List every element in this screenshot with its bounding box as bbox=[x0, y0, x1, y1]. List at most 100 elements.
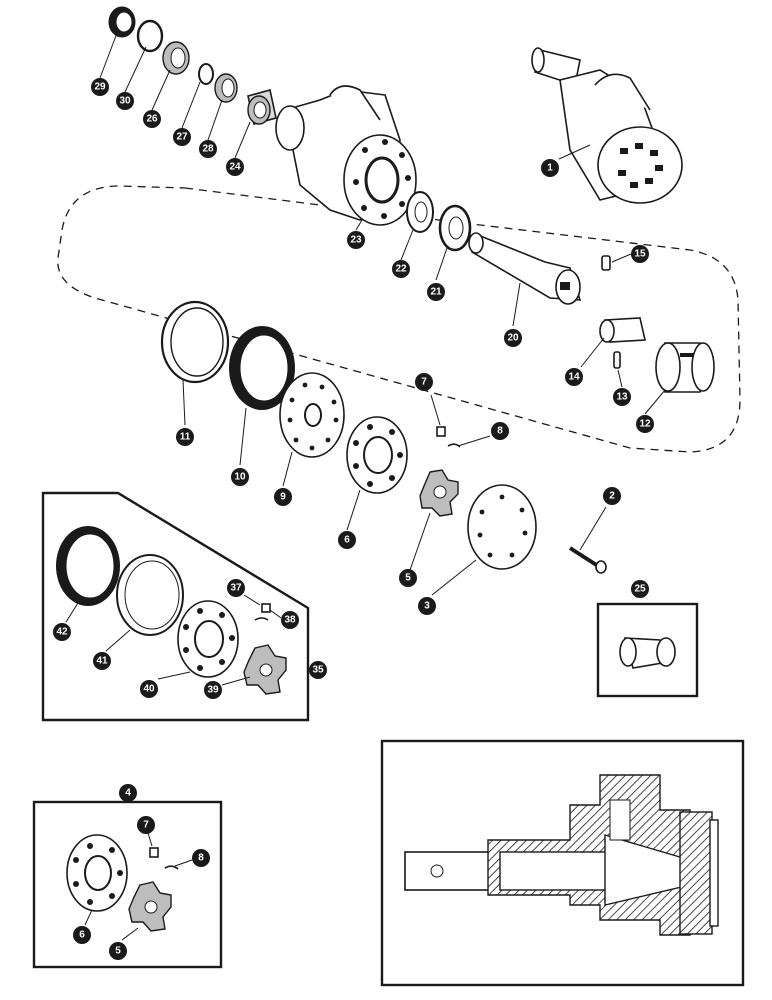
callout-22: 22 bbox=[392, 260, 410, 278]
svg-text:41: 41 bbox=[96, 656, 108, 667]
callout-28: 28 bbox=[199, 140, 217, 158]
callout-23: 23 bbox=[347, 231, 365, 249]
callout-42: 42 bbox=[53, 623, 71, 641]
callout-38: 38 bbox=[281, 611, 299, 629]
part-7-vane bbox=[436, 426, 446, 437]
svg-text:37: 37 bbox=[230, 583, 242, 594]
part-12-sleeve bbox=[655, 342, 715, 393]
svg-text:8: 8 bbox=[198, 853, 204, 864]
callout-37: 37 bbox=[227, 579, 245, 597]
part-27-washer bbox=[198, 63, 214, 85]
svg-text:9: 9 bbox=[280, 492, 286, 503]
part-30-snap-ring bbox=[136, 19, 164, 53]
callout-40: 40 bbox=[140, 680, 158, 698]
callout-27: 27 bbox=[173, 128, 191, 146]
svg-text:7: 7 bbox=[421, 377, 427, 388]
callout-8: 8 bbox=[491, 422, 509, 440]
svg-text:12: 12 bbox=[639, 419, 651, 430]
part-10-gerotor-ring bbox=[229, 326, 295, 410]
callout-30: 30 bbox=[116, 92, 134, 110]
inset-box-4 bbox=[32, 800, 223, 969]
callout-21: 21 bbox=[427, 283, 445, 301]
callout-5-inset: 5 bbox=[109, 942, 127, 960]
callout-24: 24 bbox=[226, 158, 244, 176]
svg-text:28: 28 bbox=[202, 144, 214, 155]
part-8b-spring bbox=[164, 865, 179, 870]
part-2-cap-screw bbox=[568, 546, 607, 574]
svg-text:14: 14 bbox=[568, 372, 580, 383]
part-15-pin bbox=[601, 255, 611, 271]
svg-text:24: 24 bbox=[229, 162, 241, 173]
svg-text:3: 3 bbox=[424, 601, 430, 612]
part-25-bushing bbox=[619, 637, 676, 669]
part-21-thrust-bearing bbox=[438, 204, 472, 252]
callout-5: 5 bbox=[399, 569, 417, 587]
callout-26: 26 bbox=[143, 110, 161, 128]
callout-15: 15 bbox=[631, 245, 649, 263]
callout-35: 35 bbox=[309, 661, 327, 679]
svg-text:29: 29 bbox=[94, 82, 106, 93]
callout-2: 2 bbox=[603, 487, 621, 505]
part-39-rotor bbox=[243, 644, 287, 695]
svg-text:26: 26 bbox=[146, 114, 158, 125]
part-22-thrust-washer bbox=[406, 191, 434, 233]
svg-text:23: 23 bbox=[350, 235, 362, 246]
callout-7: 7 bbox=[415, 373, 433, 391]
svg-text:10: 10 bbox=[234, 472, 246, 483]
cross-section-drawing bbox=[404, 774, 719, 936]
callout-1: 1 bbox=[541, 159, 559, 177]
svg-text:27: 27 bbox=[176, 132, 188, 143]
svg-text:13: 13 bbox=[616, 392, 628, 403]
part-14-coupling bbox=[599, 317, 646, 343]
svg-text:15: 15 bbox=[634, 249, 646, 260]
svg-text:5: 5 bbox=[115, 946, 121, 957]
callout-14: 14 bbox=[565, 368, 583, 386]
svg-text:40: 40 bbox=[143, 684, 155, 695]
callout-13: 13 bbox=[613, 388, 631, 406]
part-5-rotor bbox=[419, 469, 459, 517]
callout-6: 6 bbox=[338, 531, 356, 549]
svg-text:21: 21 bbox=[430, 287, 442, 298]
part-5b-rotor bbox=[128, 881, 172, 932]
part-6-stator bbox=[346, 416, 408, 494]
svg-text:20: 20 bbox=[507, 333, 519, 344]
part-13-pin bbox=[613, 351, 621, 369]
svg-text:2: 2 bbox=[609, 491, 615, 502]
callout-6-inset: 6 bbox=[73, 926, 91, 944]
svg-text:22: 22 bbox=[395, 264, 407, 275]
part-23-housing bbox=[275, 85, 417, 226]
svg-text:5: 5 bbox=[405, 573, 411, 584]
part-8-spring bbox=[447, 443, 461, 448]
callout-20: 20 bbox=[504, 329, 522, 347]
callout-12: 12 bbox=[636, 415, 654, 433]
svg-text:6: 6 bbox=[344, 535, 350, 546]
svg-text:42: 42 bbox=[56, 627, 68, 638]
part-29-seal bbox=[108, 6, 136, 38]
part-40-stator bbox=[177, 600, 239, 678]
part-42-ring bbox=[56, 526, 120, 606]
callout-29: 29 bbox=[91, 78, 109, 96]
callout-10: 10 bbox=[231, 468, 249, 486]
inset-box-35 bbox=[41, 491, 310, 722]
leader-lines bbox=[65, 32, 666, 941]
part-9-plate bbox=[279, 372, 345, 458]
callout-11: 11 bbox=[176, 428, 194, 446]
svg-text:35: 35 bbox=[312, 665, 324, 676]
part-7b-vane bbox=[149, 847, 159, 858]
callout-9: 9 bbox=[274, 488, 292, 506]
callout-41: 41 bbox=[93, 652, 111, 670]
part-37-spring bbox=[254, 617, 269, 621]
svg-text:8: 8 bbox=[497, 426, 503, 437]
svg-text:4: 4 bbox=[125, 788, 131, 799]
callout-3: 3 bbox=[418, 597, 436, 615]
callout-4: 4 bbox=[119, 784, 137, 802]
part-11-ring bbox=[160, 300, 230, 384]
part-1-motor-assembly bbox=[531, 47, 683, 204]
callout-8-inset: 8 bbox=[192, 849, 210, 867]
part-28-bearing bbox=[214, 73, 238, 103]
svg-text:11: 11 bbox=[180, 432, 191, 443]
svg-text:39: 39 bbox=[207, 685, 219, 696]
svg-text:38: 38 bbox=[284, 615, 296, 626]
part-3-end-cover bbox=[467, 484, 537, 570]
